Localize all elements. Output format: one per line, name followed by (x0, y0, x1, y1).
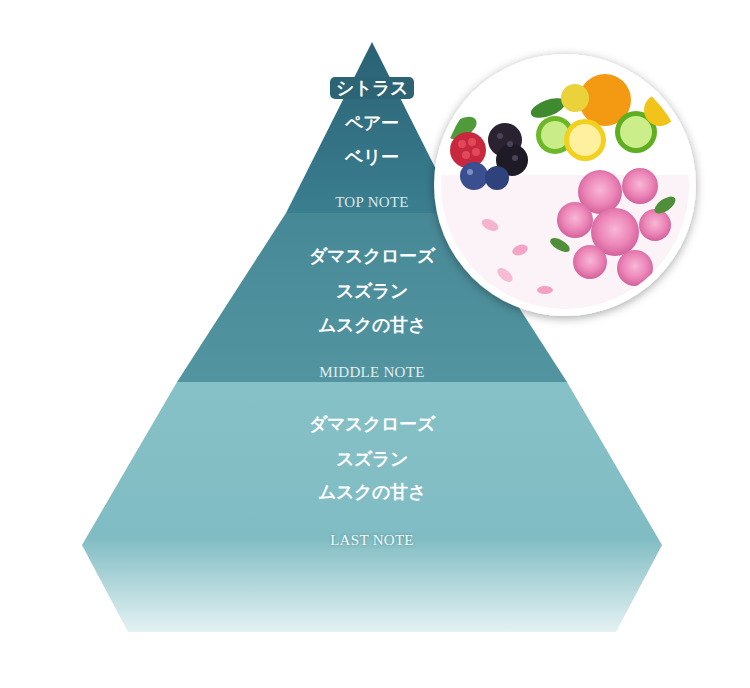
note-label: LAST NOTE (212, 531, 532, 549)
ingredient-text: ダマスクローズ (303, 413, 441, 435)
ingredient-text: ペアー (339, 112, 405, 134)
note-band: シトラスペアーベリー TOP NOTE (276, 40, 472, 214)
ingredient-text: シトラス (330, 77, 414, 99)
note-band: ダマスクローズスズランムスクの甘さ MIDDLE NOTE (170, 213, 574, 383)
ingredient-label: スズラン (212, 280, 532, 302)
ingredient-label: ベリー (212, 146, 532, 168)
ingredient-label: ムスクの甘さ (212, 314, 532, 336)
ingredient-label: ペアー (212, 112, 532, 134)
band-outline (82, 382, 662, 632)
ingredient-label: スズラン (212, 448, 532, 470)
ingredient-label: ダマスクローズ (212, 413, 532, 435)
note-text: TOP NOTE (335, 194, 409, 210)
ingredient-text: ベリー (339, 146, 405, 168)
ingredient-text: ダマスクローズ (303, 245, 441, 267)
note-text: MIDDLE NOTE (319, 364, 424, 380)
note-label: TOP NOTE (212, 193, 532, 211)
ingredient-label: シトラス (212, 77, 532, 99)
ingredient-text: スズラン (330, 448, 414, 470)
note-label: MIDDLE NOTE (212, 363, 532, 381)
ingredient-text: ムスクの甘さ (312, 481, 432, 503)
ingredient-text: ムスクの甘さ (312, 314, 432, 336)
ingredient-label: ムスクの甘さ (212, 481, 532, 503)
ingredient-label: ダマスクローズ (212, 245, 532, 267)
band-outline (286, 42, 458, 213)
note-band: ダマスクローズスズランムスクの甘さ LAST NOTE (76, 382, 668, 634)
band-outline (177, 213, 567, 382)
ingredient-text: スズラン (330, 280, 414, 302)
note-text: LAST NOTE (330, 532, 414, 548)
